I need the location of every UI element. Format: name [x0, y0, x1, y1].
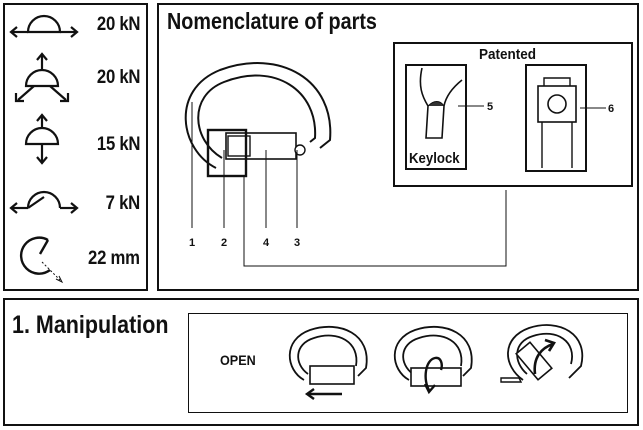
rating-value: 15 kN	[96, 134, 141, 155]
manipulation-steps-box	[188, 313, 628, 413]
step3-carabiner-icon	[500, 324, 584, 383]
patented-gate-frame	[525, 64, 587, 172]
part-label-3: 3	[294, 237, 301, 249]
three-way-load-strength-icon	[14, 52, 70, 103]
manipulation-panel	[3, 298, 639, 426]
rating-value: 22 mm	[88, 248, 140, 269]
keylock-detail-frame	[405, 64, 467, 170]
carabiner-diagram	[184, 62, 507, 267]
open-label: OPEN	[220, 352, 256, 368]
part-label-4: 4	[263, 237, 270, 249]
part-label-1: 1	[189, 237, 196, 249]
gate-detail-icon	[537, 77, 577, 168]
manipulation-title: 1. Manipulation	[12, 311, 169, 339]
leader-6	[580, 107, 606, 109]
minor-axis-strength-icon	[24, 113, 60, 165]
keylock-nose-icon	[419, 67, 463, 139]
gate-open-strength-icon	[9, 190, 79, 214]
patented-label: Patented	[479, 46, 537, 63]
step2-carabiner-icon	[393, 326, 473, 395]
rating-value: 20 kN	[96, 67, 141, 88]
gate-opening-icon	[19, 236, 64, 284]
nomenclature-panel	[157, 3, 639, 291]
leader-5	[458, 105, 484, 107]
strength-ratings-panel	[3, 3, 148, 291]
part-label-2: 2	[221, 237, 228, 249]
rating-value: 20 kN	[96, 14, 141, 35]
step1-carabiner-icon	[288, 326, 368, 400]
major-axis-strength-icon	[9, 14, 79, 38]
keylock-label: Keylock	[409, 150, 460, 167]
nomenclature-title: Nomenclature of parts	[167, 8, 377, 34]
part-label-6: 6	[608, 103, 615, 115]
rating-value: 7 kN	[105, 193, 141, 214]
patented-detail-box	[393, 42, 633, 187]
part-label-5: 5	[487, 101, 494, 113]
